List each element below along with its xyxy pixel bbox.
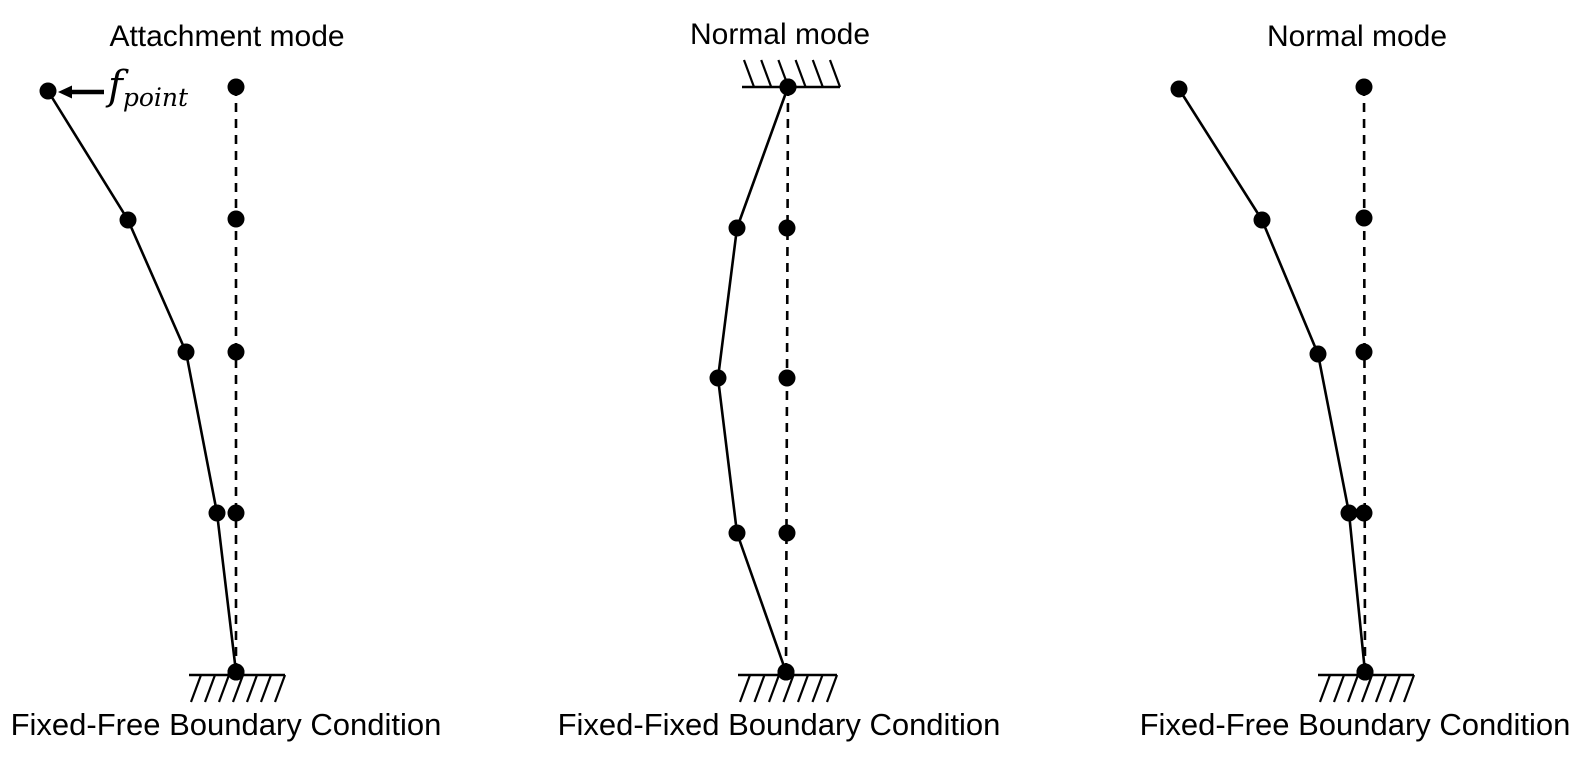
node-dot — [1340, 504, 1358, 522]
ground-hatch-stroke — [203, 674, 217, 703]
ground-hatch-stroke — [259, 674, 273, 703]
node-dot — [1309, 345, 1327, 363]
ground-hatch-stroke — [742, 59, 756, 88]
ground-hatch-stroke — [738, 674, 752, 703]
ground-hatch-stroke — [782, 674, 795, 703]
node-dot — [728, 524, 746, 542]
force-arrow-head — [58, 85, 72, 99]
node-dot — [777, 663, 795, 681]
ground-hatch-stroke — [1388, 674, 1402, 703]
node-dot — [177, 343, 195, 361]
node-dot — [1355, 78, 1373, 96]
ground-hatch-stroke — [825, 674, 839, 703]
force-subscript: point — [122, 83, 189, 112]
node-dot — [1356, 663, 1374, 681]
node-dot — [119, 211, 137, 229]
deformed-shape-line — [46, 90, 238, 673]
point-force-label: fpoint — [108, 66, 188, 110]
ground-hatch-stroke — [217, 674, 231, 703]
ground-hatch-stroke — [760, 59, 773, 88]
ground-hatch-stroke — [811, 674, 824, 703]
boundary-label-fixed-free-left: Fixed-Free Boundary Condition — [10, 707, 442, 742]
node-dot — [227, 210, 245, 228]
node-dot — [779, 78, 797, 96]
node-dot — [1355, 343, 1373, 361]
node-dot — [778, 219, 796, 237]
node-dot — [208, 504, 226, 522]
node-dot — [227, 343, 245, 361]
ground-hatch-stroke — [828, 59, 842, 88]
node-dot — [39, 82, 57, 100]
node-dot — [227, 504, 245, 522]
node-dot — [1253, 211, 1271, 229]
node-dot — [1355, 209, 1373, 227]
ground-hatch-stroke — [811, 59, 824, 88]
ground-hatch-stroke — [1402, 674, 1416, 703]
node-dot — [709, 369, 727, 387]
ground-hatch-stroke — [794, 59, 807, 88]
node-dot — [1170, 80, 1188, 98]
undeformed-axis-line — [1362, 86, 1367, 673]
boundary-label-fixed-free-right: Fixed-Free Boundary Condition — [1139, 707, 1571, 742]
ground-hatch-stroke — [1346, 674, 1360, 703]
node-dot — [227, 78, 245, 96]
node-dot — [728, 219, 746, 237]
node-dot — [1355, 504, 1373, 522]
panel-title-normal-mode-fixed-free: Normal mode — [1266, 20, 1448, 53]
force-symbol: f — [108, 63, 123, 109]
ground-hatch-stroke — [273, 674, 287, 703]
ground-hatch-stroke — [1332, 674, 1346, 703]
ground-hatch-stroke — [1374, 674, 1388, 703]
ground-hatch-stroke — [767, 674, 781, 703]
ground-hatch-stroke — [1318, 674, 1332, 703]
node-dot — [778, 524, 796, 542]
ground-hatch-stroke — [231, 674, 245, 703]
ground-hatch-stroke — [753, 674, 766, 703]
ground-hatch-stroke — [245, 674, 259, 703]
node-dot — [227, 663, 245, 681]
boundary-label-fixed-fixed: Fixed-Fixed Boundary Condition — [557, 707, 1001, 742]
ground-hatch-stroke — [189, 674, 203, 703]
node-dot — [778, 369, 796, 387]
ground-hatch-stroke — [1360, 674, 1374, 703]
panel-title-normal-mode-fixed-fixed: Normal mode — [689, 18, 871, 51]
deformed-shape-line — [716, 86, 790, 673]
ground-hatch-stroke — [796, 674, 810, 703]
panel-title-attachment-mode: Attachment mode — [109, 20, 345, 53]
deformed-shape-line — [1177, 88, 1367, 673]
